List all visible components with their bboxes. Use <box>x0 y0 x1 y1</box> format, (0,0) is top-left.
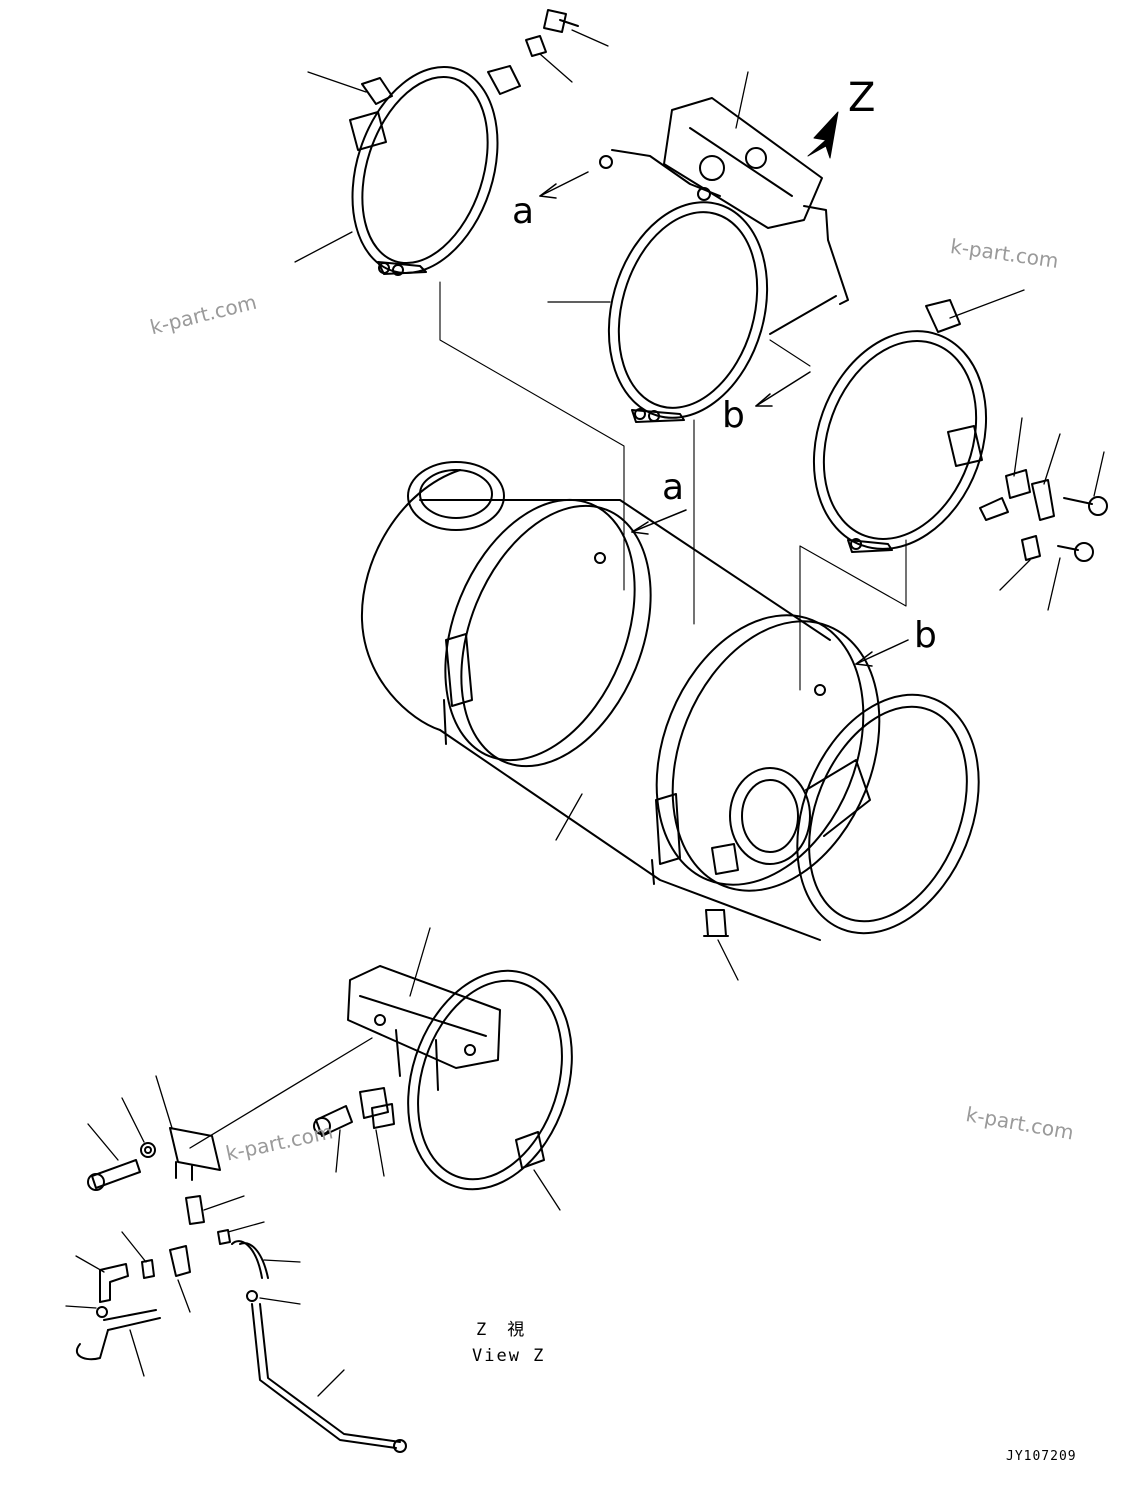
upper-left-band-clamp <box>349 65 521 276</box>
view-caption-japanese: Z 視 <box>476 1320 527 1340</box>
center-band-clamp <box>607 201 769 423</box>
view-z-arrow <box>807 111 839 159</box>
clamp-bolt-top <box>525 9 579 57</box>
arrows <box>539 171 909 667</box>
reference-a-upper: a <box>512 191 535 232</box>
view-caption-english: View Z <box>472 1346 546 1366</box>
drawing-code: JY107209 <box>1006 1449 1077 1464</box>
drain-plug <box>703 909 729 937</box>
lower-band-clamp <box>407 969 573 1191</box>
right-hardware <box>979 469 1108 562</box>
sensor-bracket-top <box>599 97 849 335</box>
fittings-and-hoses <box>75 1195 407 1453</box>
reference-b-lower: b <box>914 615 937 656</box>
lower-hardware <box>313 1087 395 1137</box>
pressure-sensor <box>87 1127 221 1191</box>
view-z-marker: Z <box>848 75 876 121</box>
right-band-clamp <box>812 299 988 553</box>
leader-lines <box>65 29 1105 1397</box>
lower-bracket <box>347 965 501 1091</box>
reference-a-lower: a <box>662 467 685 508</box>
muffler-body <box>360 461 980 941</box>
reference-connector-lines <box>439 281 907 691</box>
reference-b-upper: b <box>722 395 745 436</box>
